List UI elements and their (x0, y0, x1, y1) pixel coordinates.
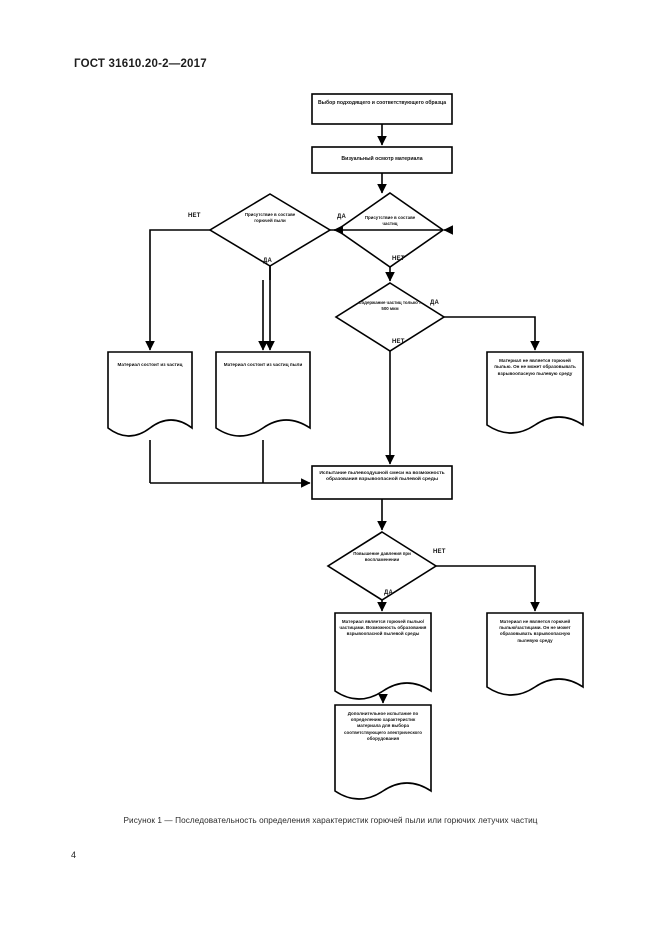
node-decision-combustible-dust-shape (208, 193, 332, 267)
edge-label-pressure-no: НЕТ (433, 549, 446, 555)
edge-label-particles-no: НЕТ (392, 256, 405, 262)
edge-label-500mkm-yes: ДА (430, 300, 440, 306)
node-is-not-combustible-shape (486, 612, 584, 696)
edge-label-dust-no: НЕТ (188, 213, 201, 219)
edge-500mkm-yes-to-not-combustible (444, 316, 540, 351)
node-visual-inspection-shape (311, 146, 453, 174)
edge-label-pressure-yes: ДА (384, 590, 394, 596)
node-material-particles-shape (107, 351, 193, 437)
edge-label-500mkm-no: НЕТ (392, 339, 405, 345)
edge-label-dust-yes-down: ДА (263, 258, 273, 264)
figure-caption: Рисунок 1 — Последовательность определен… (123, 816, 538, 825)
node-not-combustible-dust-shape (486, 351, 584, 434)
node-is-combustible-shape (334, 612, 432, 700)
node-sample-selection-shape (311, 93, 453, 125)
edge-label-dust-yes-right: ДА (337, 214, 347, 220)
node-material-dust-particles-shape (215, 351, 311, 437)
node-decision-pressure-rise-shape (326, 531, 438, 601)
edge-pressure-no-to-not-combustible (436, 565, 540, 612)
standard-header: ГОСТ 31610.20-2—2017 (74, 58, 207, 70)
node-dust-air-test-shape (311, 465, 453, 500)
edge-dust-no-to-material-particles (145, 229, 210, 351)
node-decision-500mkm-shape (334, 282, 446, 352)
node-additional-test-shape (334, 704, 432, 800)
page-number: 4 (71, 850, 77, 860)
